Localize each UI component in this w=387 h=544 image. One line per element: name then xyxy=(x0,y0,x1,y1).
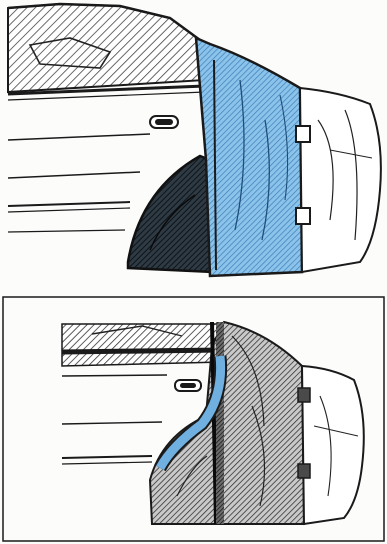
panel-top-drawing xyxy=(0,0,387,288)
right-cover-sheet xyxy=(300,88,381,272)
bottom-right-cover-sheet xyxy=(302,366,364,524)
clip-upper xyxy=(296,126,310,142)
bottom-clip-lower xyxy=(298,464,310,478)
bottom-door-handle-recess xyxy=(180,383,196,388)
panel-top xyxy=(0,0,387,288)
bottom-door-line-1 xyxy=(62,375,167,376)
panel-bottom xyxy=(2,296,385,542)
door-handle-recess xyxy=(155,119,173,125)
bottom-clip-upper xyxy=(298,388,310,402)
clip-lower xyxy=(296,208,310,224)
bottom-dark-band xyxy=(216,322,224,524)
panel-bottom-drawing xyxy=(2,296,385,542)
bottom-belt-moulding xyxy=(62,350,222,352)
bottom-window-area xyxy=(62,324,222,366)
